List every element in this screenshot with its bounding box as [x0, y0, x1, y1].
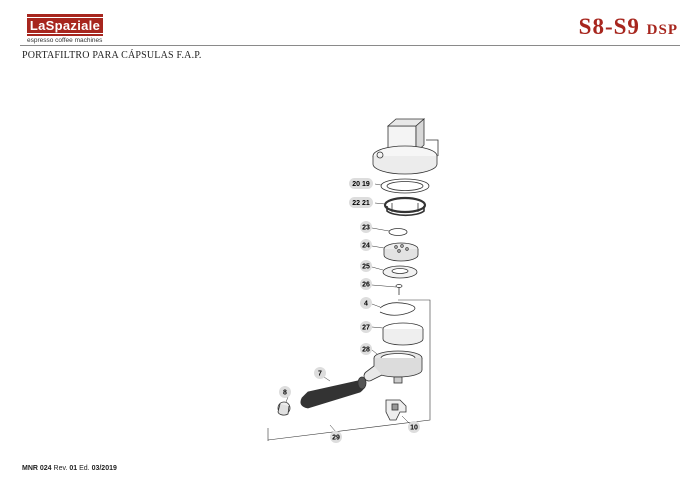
svg-text:22 21: 22 21 [352, 200, 370, 207]
part-clip-4 [379, 302, 416, 316]
svg-text:26: 26 [362, 282, 370, 289]
svg-text:28: 28 [362, 347, 370, 354]
part-portafilter-28 [363, 350, 423, 384]
footer-ed-value: 03/2019 [91, 465, 117, 472]
assembly-bracket [267, 299, 431, 441]
brand-logo-text: LaSpaziale [25, 16, 105, 34]
header-divider [20, 45, 680, 46]
svg-text:10: 10 [410, 425, 418, 432]
callout-27: 27 [360, 321, 372, 333]
svg-text:4: 4 [364, 301, 368, 308]
footer-code: MNR 024 [22, 465, 52, 472]
svg-text:25: 25 [362, 264, 370, 271]
footer-ed-label: Ed. [79, 465, 90, 472]
page-title: PORTAFILTRO PARA CÁPSULAS F.A.P. [22, 50, 202, 61]
callout-25: 25 [360, 260, 372, 272]
callout-7: 7 [314, 367, 326, 379]
callout-24: 24 [360, 239, 372, 251]
part-cap-8 [277, 401, 291, 416]
callout-23: 23 [360, 221, 372, 233]
part-gasket-20-19 [380, 178, 430, 194]
leader-lines [285, 183, 411, 433]
part-ring-22-21 [383, 196, 427, 217]
svg-text:8: 8 [283, 390, 287, 397]
svg-text:24: 24 [362, 243, 370, 250]
callout-20-19: 20 19 [349, 178, 373, 189]
brand-logo: LaSpaziale [25, 14, 105, 36]
model-suffix: DSP [646, 22, 678, 38]
svg-text:23: 23 [362, 225, 370, 232]
part-spout-10 [385, 399, 407, 421]
part-shower-24 [383, 242, 419, 262]
callout-29: 29 [330, 431, 342, 443]
model-name: S8-S9 DSP [579, 14, 678, 40]
svg-text:29: 29 [332, 435, 340, 442]
svg-text:27: 27 [362, 325, 370, 332]
callout-28: 28 [360, 343, 372, 355]
footer-rev-label: Rev. [53, 465, 68, 472]
callout-8: 8 [279, 386, 291, 398]
callout-22-21: 22 21 [349, 197, 373, 208]
svg-text:20 19: 20 19 [352, 181, 370, 188]
part-basket-27 [382, 322, 424, 346]
part-oring-23 [388, 228, 408, 236]
callout-26: 26 [360, 278, 372, 290]
document-footer: MNR 024 Rev. 01 Ed. 03/2019 [22, 465, 117, 472]
part-screw-26 [395, 284, 403, 295]
footer-rev-value: 01 [69, 465, 78, 472]
callout-10: 10 [408, 421, 420, 433]
group-head-part [372, 118, 439, 175]
model-main: S8-S9 [578, 14, 640, 39]
brand-tagline: espresso coffee machines [27, 37, 103, 44]
part-washer-25 [382, 265, 418, 279]
callout-4: 4 [360, 297, 372, 309]
svg-text:7: 7 [318, 371, 322, 378]
part-handle-7 [300, 376, 367, 409]
